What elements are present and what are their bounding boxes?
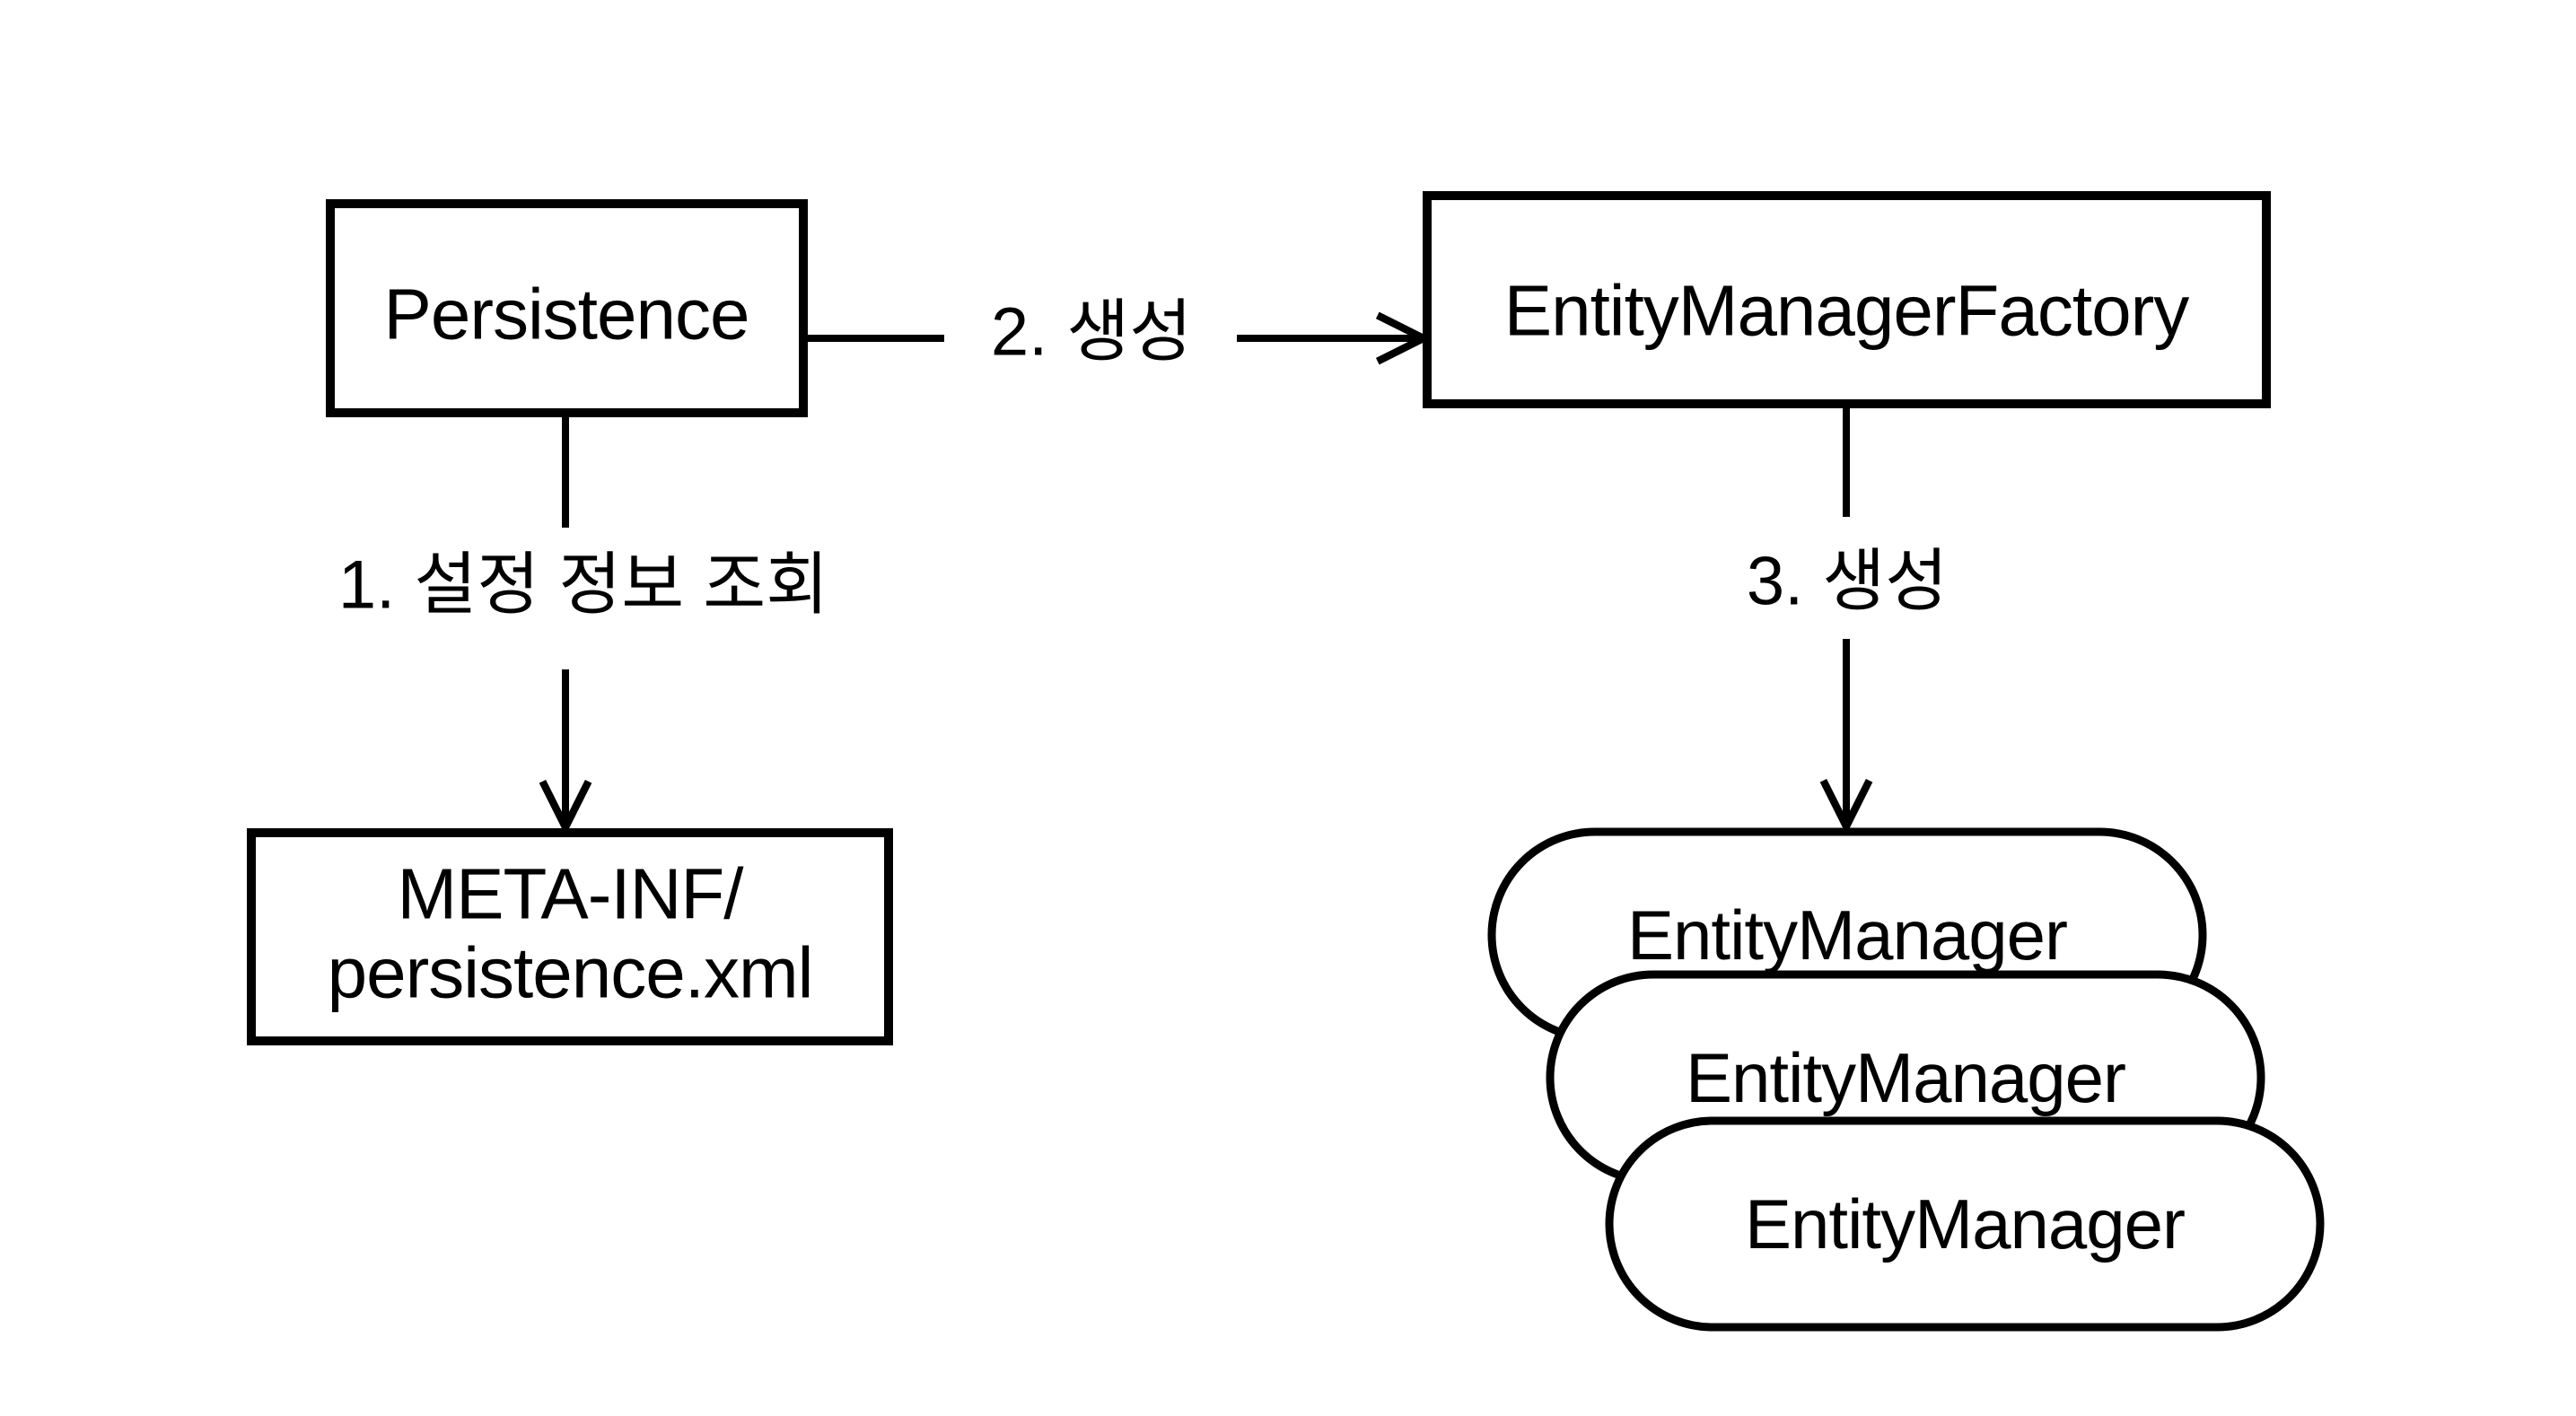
edge-step3-create-manager: 3. 생성 bbox=[1747, 404, 1948, 826]
entity-manager-node-1-label: EntityManager bbox=[1627, 896, 2067, 975]
entity-manager-stack: EntityManager EntityManager EntityManage… bbox=[1487, 827, 2325, 1332]
edge-step3-label: 3. 생성 bbox=[1747, 544, 1948, 620]
edge-step2-label: 2. 생성 bbox=[991, 294, 1192, 371]
entity-manager-factory-node: EntityManagerFactory bbox=[1423, 191, 2271, 408]
meta-inf-node-box bbox=[247, 828, 893, 1045]
entity-manager-node-3-pill bbox=[1605, 1116, 2325, 1332]
meta-inf-node: META-INF/ persistence.xml bbox=[247, 828, 893, 1045]
edge-step1-config-lookup: 1. 설정 정보 조회 bbox=[338, 413, 828, 827]
edge-step1-label: 1. 설정 정보 조회 bbox=[338, 547, 828, 624]
persistence-node-box bbox=[326, 199, 808, 417]
entity-manager-node-3-label: EntityManager bbox=[1745, 1184, 2185, 1263]
persistence-node-label: Persistence bbox=[384, 275, 749, 354]
entity-manager-node-2-label: EntityManager bbox=[1686, 1038, 2125, 1117]
persistence-node: Persistence bbox=[326, 199, 808, 417]
entity-manager-node-3: EntityManager bbox=[1605, 1116, 2325, 1332]
edge-step2-create-factory: 2. 생성 bbox=[803, 294, 1424, 371]
meta-inf-node-label-line2: persistence.xml bbox=[328, 933, 813, 1013]
meta-inf-node-label-line1: META-INF/ bbox=[397, 854, 744, 934]
entity-manager-factory-node-label: EntityManagerFactory bbox=[1504, 271, 2190, 351]
entity-manager-factory-node-box bbox=[1423, 191, 2271, 408]
